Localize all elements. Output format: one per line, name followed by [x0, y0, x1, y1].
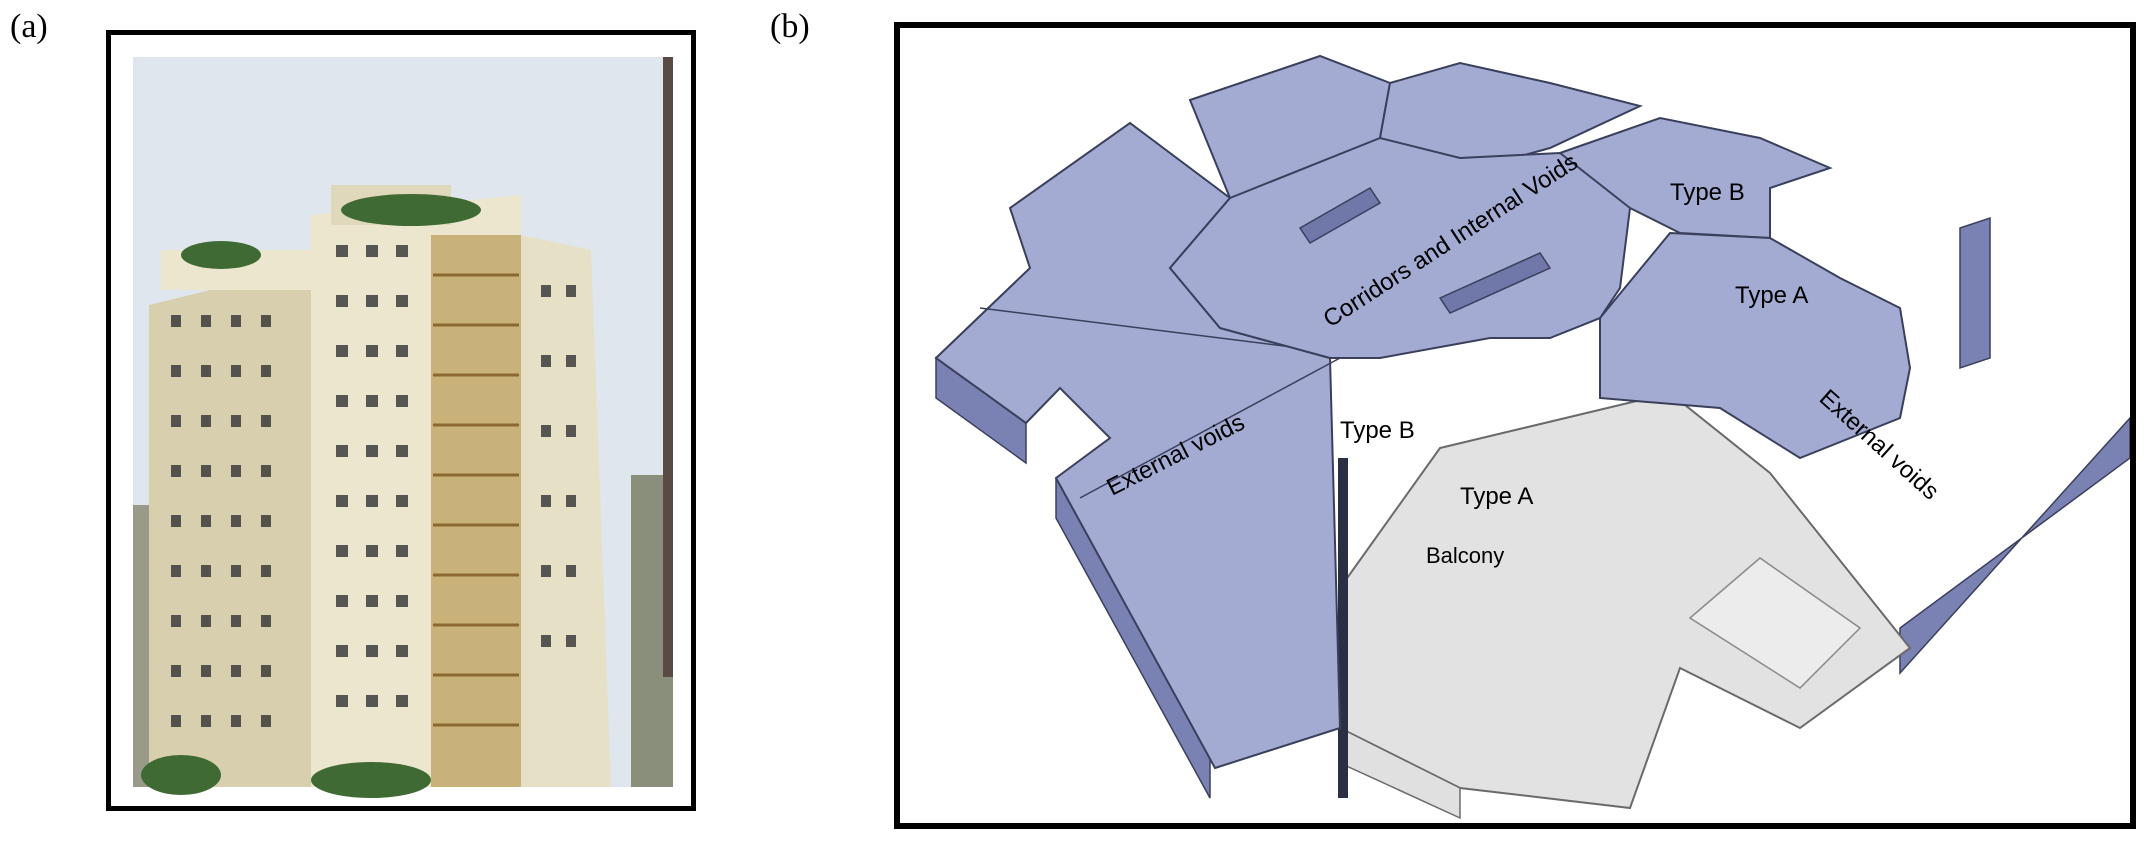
- panel-b-label: (b): [770, 8, 810, 45]
- unit-type-b-right: [1558, 116, 1833, 240]
- label-balcony: Balcony: [1426, 543, 1504, 568]
- unit-side-top-right: [1959, 216, 1991, 370]
- divider-wall: [1338, 458, 1348, 798]
- building-photo-frame: [106, 30, 696, 811]
- label-type-b-top: Type B: [1670, 179, 1745, 206]
- unit-side-right: [1899, 416, 2130, 675]
- label-type-a-bottom: Type A: [1460, 483, 1533, 510]
- cutaway-inner-room: [1688, 557, 1862, 689]
- corridor-core: [1168, 136, 1632, 359]
- unit-type-a-cutaway: [1339, 391, 1912, 810]
- label-type-b-bottom: Type B: [1340, 417, 1415, 444]
- floor-plan-diagram: Corridors and Internal Voids Type B Type…: [934, 54, 2130, 820]
- label-type-a-right: Type A: [1735, 282, 1808, 309]
- white-cutout: [1720, 308, 1810, 388]
- building-photo: [133, 57, 673, 798]
- internal-void-1: [1298, 187, 1382, 244]
- panel-a-label: (a): [10, 8, 48, 45]
- floor-plan-frame: Corridors and Internal Voids Type B Type…: [894, 22, 2136, 829]
- internal-void-2: [1438, 252, 1552, 314]
